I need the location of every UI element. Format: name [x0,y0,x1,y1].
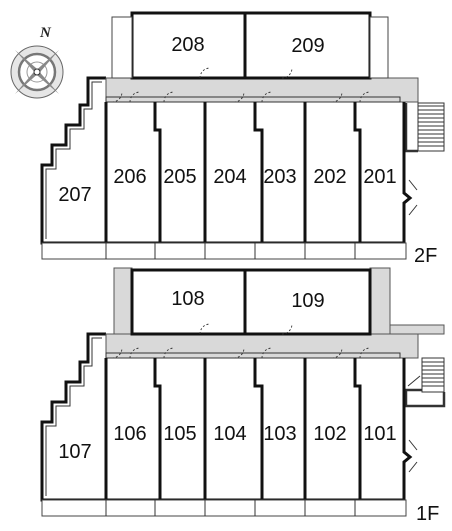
unit-label-207: 207 [58,184,91,206]
unit-label-108: 108 [171,288,204,310]
floor-1f: 108 109 106 105 104 103 102 101 107 1F [40,267,446,525]
unit-label-203: 203 [263,166,296,188]
unit-label-105: 105 [163,423,196,445]
unit-208 [130,11,247,80]
unit-label-107: 107 [58,441,91,463]
floor-label-1f: 1F [416,503,439,525]
floor-label-2f: 2F [414,245,437,267]
unit-label-202: 202 [313,166,346,188]
unit-label-201: 201 [363,166,396,188]
unit-label-206: 206 [113,166,146,188]
unit-label-208: 208 [171,34,204,56]
unit-label-204: 204 [213,166,246,188]
unit-label-205: 205 [163,166,196,188]
unit-label-102: 102 [313,423,346,445]
unit-109 [243,268,372,336]
floor-2f: 208 209 206 205 204 203 202 201 207 2F [40,11,445,267]
south-units-1f [41,347,418,517]
unit-label-101: 101 [363,423,396,445]
unit-label-103: 103 [263,423,296,445]
unit-209 [243,11,372,80]
compass-rose [3,38,71,106]
south-units-2f [41,91,418,260]
unit-108 [130,268,247,336]
corridor-2f [105,77,419,103]
staircase-1f [404,357,446,408]
unit-label-104: 104 [213,423,246,445]
unit-label-209: 209 [291,35,324,57]
unit-label-106: 106 [113,423,146,445]
compass-north-label: N [39,25,52,41]
staircase-2f [404,102,445,153]
unit-label-109: 109 [291,290,324,312]
